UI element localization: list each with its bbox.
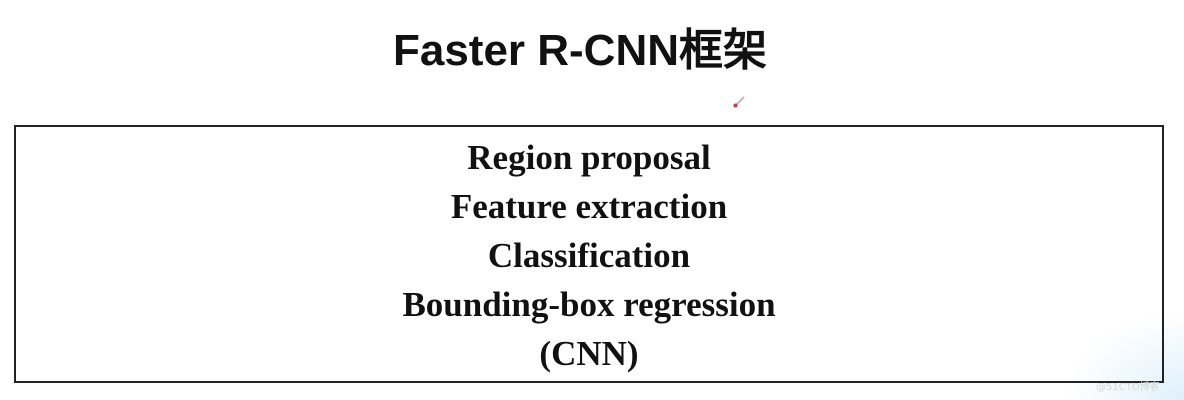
pen-cursor-icon (733, 96, 745, 108)
box-line-feature-extraction: Feature extraction (450, 187, 728, 226)
box-line-cnn: (CNN) (539, 334, 639, 373)
box-line-region-proposal: Region proposal (467, 138, 711, 177)
watermark: @51CTO博客 (1096, 382, 1160, 393)
box-line-classification: Classification (487, 236, 691, 275)
box-line-bbox-regression: Bounding-box regression (402, 285, 776, 324)
corner-glow (1064, 310, 1184, 400)
slide-title: Faster R-CNN框架 (392, 26, 768, 75)
framework-box (14, 125, 1164, 383)
